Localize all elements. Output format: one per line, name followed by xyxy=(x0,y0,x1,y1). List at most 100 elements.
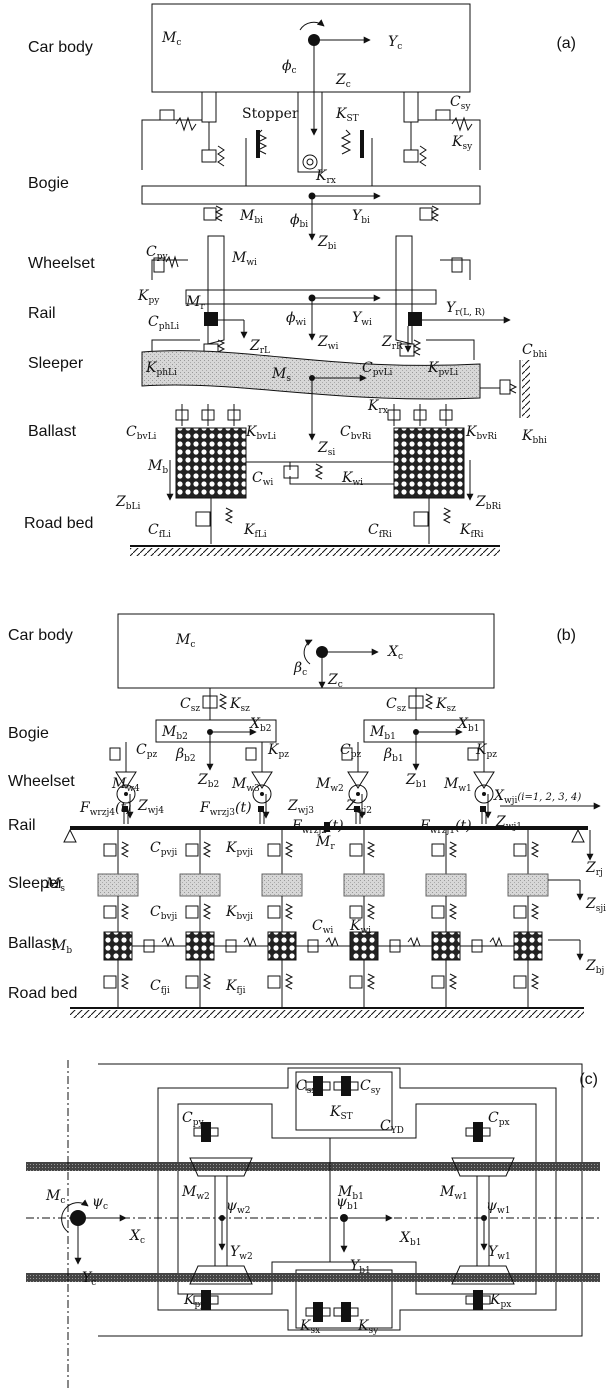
sym-Ksy-c: Ksy xyxy=(357,1318,379,1336)
sym-Yc-c: Yc xyxy=(82,1270,96,1288)
sym-Csy-c: Csy xyxy=(360,1078,381,1096)
sym-phiwi-a: ϕwi xyxy=(286,310,306,328)
wheel-b-3 xyxy=(252,784,272,804)
label-sleeper-b: Sleeper xyxy=(8,875,64,892)
label-wheelset-b: Wheelset xyxy=(8,773,75,790)
sym-Mw1-c: Mw1 xyxy=(439,1184,468,1202)
sym-psic-c: ψc xyxy=(92,1194,108,1212)
label-ballast-a: Ballast xyxy=(28,423,77,440)
sym-F3-b: Fwrzj3(t) xyxy=(199,800,252,818)
wheel-left-a xyxy=(207,235,225,345)
sym-KpvLi-a: KpvLi xyxy=(427,360,458,378)
car-body-box-b xyxy=(117,613,495,689)
label-car-body-a: Car body xyxy=(28,39,93,56)
sym-KfRi-a: KfRi xyxy=(459,522,484,540)
sym-CYD-c: CYD xyxy=(380,1118,404,1136)
sym-Mb1-b: Mb1 xyxy=(369,724,396,742)
label-bogie-b: Bogie xyxy=(8,725,49,742)
sym-Kpy-a: Kpy xyxy=(137,288,160,306)
sym-Yw1-c: Yw1 xyxy=(488,1244,511,1262)
sym-Kwi-a: Kwi xyxy=(341,470,363,488)
label-ballast-b: Ballast xyxy=(8,935,57,952)
sym-phibi-a: ϕbi xyxy=(290,212,308,230)
sym-Mw1-b: Mw1 xyxy=(443,776,472,794)
label-car-body-b: Car body xyxy=(8,627,73,644)
sym-Ksz-b2: Ksz xyxy=(229,696,250,714)
sym-F1-b: Fwrzj1(t) xyxy=(419,818,472,836)
sym-Mbi-a: Mbi xyxy=(239,208,263,226)
label-wheelset-a: Wheelset xyxy=(28,255,95,272)
sym-Zwi-a: Zwi xyxy=(317,334,338,352)
sym-Kpy-c: Kpy xyxy=(183,1292,206,1310)
sym-betac-b: βc xyxy=(293,660,307,678)
sym-Mb2-b: Mb2 xyxy=(161,724,188,742)
ballast-b-1 xyxy=(103,931,133,961)
sym-KST-a: KST xyxy=(335,106,359,124)
sym-Kbvji-b: Kbvji xyxy=(225,904,253,922)
sym-Mc-a: Mc xyxy=(161,30,181,48)
sym-Mw2-b: Mw2 xyxy=(315,776,344,794)
sym-Zwj2-b: Zwj2 xyxy=(345,798,372,816)
sym-ZbLi-a: ZbLi xyxy=(115,494,140,512)
bogie-frame-outer-c xyxy=(157,1067,557,1331)
bogie-frame-a xyxy=(141,185,481,205)
sym-Csx-c: Csx xyxy=(296,1078,316,1096)
sym-Cwi-b: Cwi xyxy=(312,918,333,936)
sym-phic-a: ϕc xyxy=(282,58,297,76)
sym-psib1-c: ψb1 xyxy=(336,1194,358,1212)
sym-Ksz-b1: Ksz xyxy=(435,696,456,714)
sym-Xb1-b: Xb1 xyxy=(457,716,479,734)
sym-Kpz-b1: Kpz xyxy=(475,742,497,760)
sym-ZrR-a: ZrR xyxy=(381,334,403,352)
sym-Mwi-a: Mwi xyxy=(231,250,257,268)
sym-Cpy-c: Cpy xyxy=(182,1110,204,1128)
label-sleeper-a: Sleeper xyxy=(28,355,84,372)
sym-Zc-b: Zc xyxy=(327,672,343,690)
sym-Mr-b: Mr xyxy=(315,834,335,852)
sym-Yb1-c: Yb1 xyxy=(350,1258,371,1276)
sym-Csy-a: Csy xyxy=(450,94,471,112)
sym-Zwj4-b: Zwj4 xyxy=(137,798,164,816)
ballast-block-right-a xyxy=(393,427,465,499)
sym-Csz-b2: Csz xyxy=(180,696,200,714)
sym-Xc-c: Xc xyxy=(129,1228,145,1246)
sym-Xwji-b: Xwji(i=1, 2, 3, 4) xyxy=(493,788,581,806)
sym-Cpx-c: Cpx xyxy=(488,1110,510,1128)
track-columns-b xyxy=(97,830,549,1008)
sym-Cpy-a: Cpy xyxy=(146,244,168,262)
sym-psiw1-c: ψw1 xyxy=(486,1198,510,1216)
sym-CbvLi-a: CbvLi xyxy=(126,424,157,442)
sym-KfLi-a: KfLi xyxy=(243,522,267,540)
rail-right-a xyxy=(408,312,422,326)
sym-CphLi-a: CphLi xyxy=(148,314,179,332)
panel-a-tag: (a) xyxy=(556,35,576,52)
sym-Ms-a: Ms xyxy=(271,366,291,384)
sym-Kpvji-b: Kpvji xyxy=(225,840,253,858)
sym-Mc-c: Mc xyxy=(45,1188,65,1206)
sym-Zsi-a: Zsi xyxy=(317,440,335,458)
panel-b-tag: (b) xyxy=(556,627,576,644)
panel-c: (c) Csx Cs xyxy=(26,1060,600,1390)
sym-Zb2-b: Zb2 xyxy=(197,772,219,790)
sleeper-b-3 xyxy=(261,873,303,897)
sym-KbvLi-a: KbvLi xyxy=(245,424,276,442)
sym-Mw3-b: Mw3 xyxy=(231,776,260,794)
ballast-block-left-a xyxy=(175,427,247,499)
sym-Krx-a: Krx xyxy=(315,168,336,186)
sym-ZrL-a: ZrL xyxy=(249,338,270,356)
label-road-bed-b: Road bed xyxy=(8,985,77,1002)
axle-w2-c xyxy=(214,1175,228,1267)
sym-ZbRi-a: ZbRi xyxy=(475,494,501,512)
wheel-b-4 xyxy=(116,784,136,804)
sym-betab1-b: βb1 xyxy=(383,746,404,764)
wheelsets-b xyxy=(109,742,495,824)
sym-Xb2-b: Xb2 xyxy=(249,716,271,734)
sym-Cfji-b: Cfji xyxy=(150,978,170,996)
sym-CfLi-a: CfLi xyxy=(148,522,171,540)
rail-left-a xyxy=(204,312,218,326)
sleeper-b-5 xyxy=(425,873,467,897)
label-rail-a: Rail xyxy=(28,305,56,322)
sym-Cbhi-a: Cbhi xyxy=(522,342,547,360)
sleeper-b-4 xyxy=(343,873,385,897)
